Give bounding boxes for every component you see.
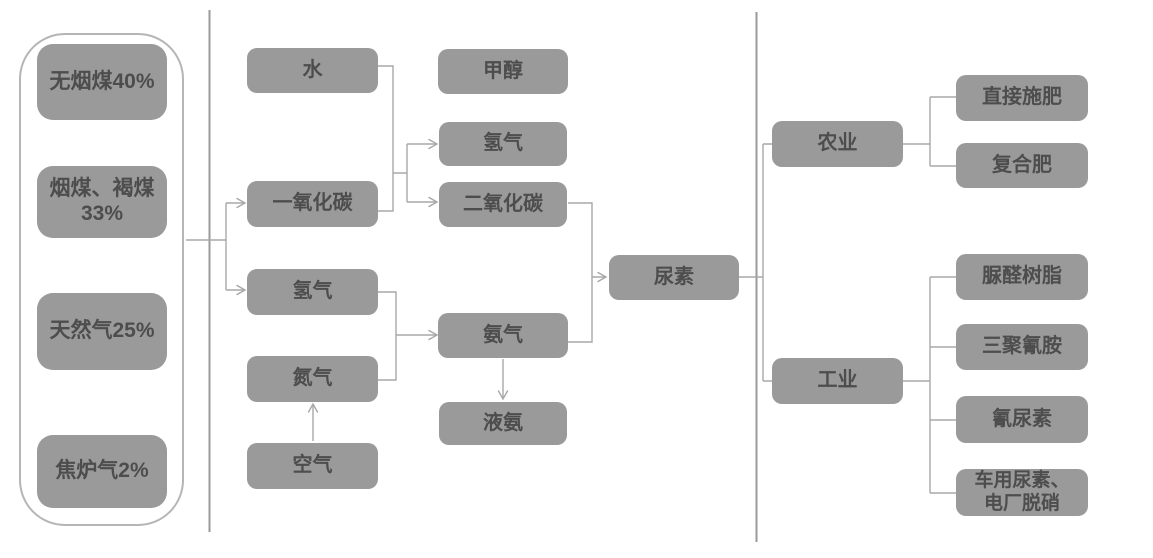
connector-raw-to-co-h2 xyxy=(186,202,244,291)
node-methanol: 甲醇 xyxy=(438,49,568,94)
connector-co2-nh3-to-urea xyxy=(568,202,605,343)
node-anthracite-coal: 无烟煤40% xyxy=(37,44,167,120)
node-coke-oven-gas: 焦炉气2% xyxy=(37,435,167,508)
node-urea-formaldehyde-resin: 脲醛树脂 xyxy=(956,254,1088,300)
node-carbon-monoxide: 一氧化碳 xyxy=(247,181,378,227)
node-water: 水 xyxy=(247,48,378,93)
node-natural-gas: 天然气25% xyxy=(37,293,167,370)
connector-agriculture-children xyxy=(903,96,956,167)
connector-industry-children xyxy=(903,276,956,494)
node-liquid-ammonia: 液氨 xyxy=(439,402,567,445)
node-agriculture: 农业 xyxy=(772,121,903,167)
node-compound-fertilizer: 复合肥 xyxy=(956,143,1088,188)
node-vehicle-urea-denitration: 车用尿素、 电厂脱硝 xyxy=(956,469,1088,516)
node-urea: 尿素 xyxy=(609,255,739,300)
node-carbon-dioxide: 二氧化碳 xyxy=(439,182,567,227)
node-direct-fertilization: 直接施肥 xyxy=(956,75,1088,121)
node-ammonia: 氨气 xyxy=(438,313,568,358)
connector-h2-n2-merge xyxy=(378,291,436,381)
node-hydrogen-right: 氢气 xyxy=(439,122,567,166)
node-air: 空气 xyxy=(247,443,378,489)
node-industry: 工业 xyxy=(772,358,903,404)
arrowheads xyxy=(236,138,608,413)
node-nitrogen: 氮气 xyxy=(247,356,378,402)
node-melamine: 三聚氰胺 xyxy=(956,324,1088,370)
connector-water-co-merge xyxy=(377,65,436,212)
connector-urea-to-uses xyxy=(739,143,772,382)
node-cyanuric-urea: 氰尿素 xyxy=(956,396,1088,443)
node-bituminous-lignite-coal: 烟煤、褐煤 33% xyxy=(37,166,167,238)
node-hydrogen-left: 氢气 xyxy=(247,269,378,315)
